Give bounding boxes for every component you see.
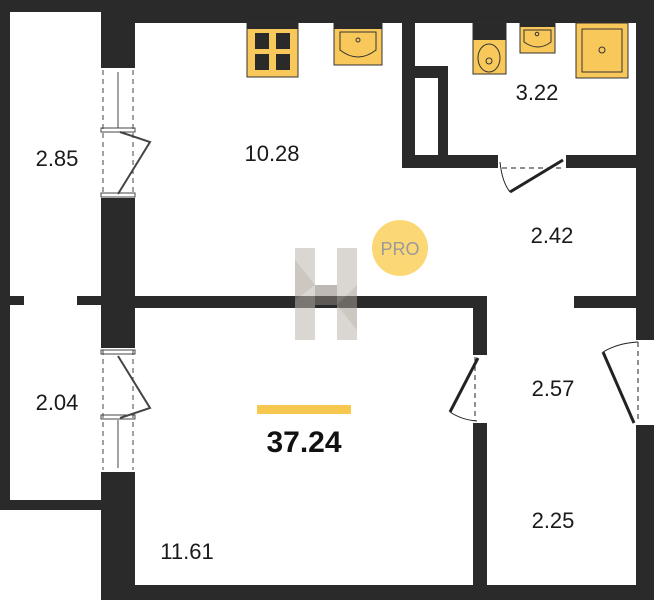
pro-badge-text: PRO (380, 239, 419, 259)
window-top (100, 70, 152, 198)
total-area: 37.24 (266, 426, 341, 459)
bathroom-sink-icon (519, 22, 556, 54)
room-area-corridor: 2.57 (532, 376, 575, 401)
kitchen-sink-icon (333, 22, 383, 66)
total-area-bar (257, 405, 351, 414)
door-bedroom (448, 357, 480, 422)
room-area-bathroom: 3.22 (516, 80, 559, 105)
shower-icon (575, 22, 629, 79)
room-area-entry: 2.25 (532, 508, 575, 533)
pro-badge: PRO (372, 220, 428, 276)
room-area-bedroom: 11.61 (160, 539, 213, 564)
room-area-hall: 2.42 (531, 223, 574, 248)
room-area-kitchen: 10.28 (244, 141, 299, 166)
door-entrance (601, 341, 639, 424)
door-bathroom (499, 158, 564, 194)
window-bottom (100, 349, 152, 470)
logo-watermark (295, 248, 357, 340)
room-area-balcony-top: 2.85 (36, 146, 79, 171)
room-area-balcony-bottom: 2.04 (36, 390, 79, 415)
stove-icon (246, 22, 299, 78)
toilet-icon (472, 22, 507, 75)
